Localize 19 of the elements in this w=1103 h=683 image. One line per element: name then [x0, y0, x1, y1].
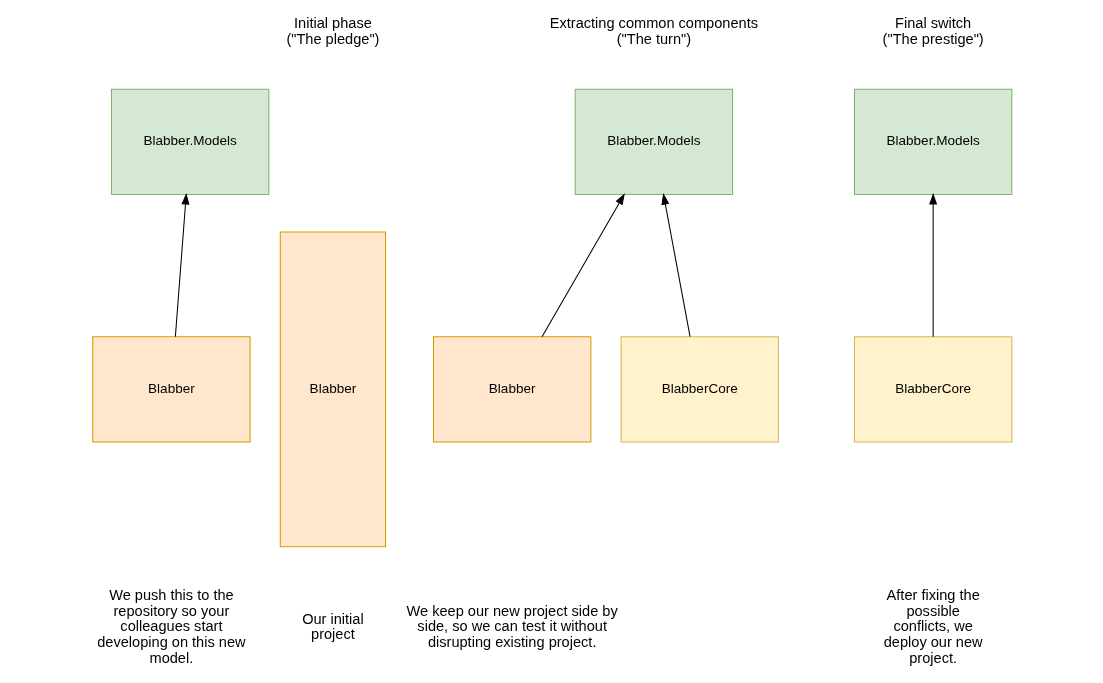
node-box: BlabberCore	[853, 336, 1013, 443]
arrow	[541, 193, 625, 338]
node-box: Blabber	[279, 231, 387, 548]
arrow	[661, 193, 691, 338]
node-box: Blabber.Models	[110, 88, 270, 196]
label: Final switch ("The prestige")	[882, 15, 984, 47]
node-box: Blabber.Models	[853, 88, 1013, 196]
node-box: Blabber	[432, 336, 592, 443]
label: We push this to the repository so your colleagues start developing on this new model.	[97, 587, 246, 666]
label: Extracting common components ("The turn")	[549, 15, 759, 47]
node-box: Blabber.Models	[574, 88, 734, 196]
label: Initial phase ("The pledge")	[286, 15, 380, 47]
arrow	[174, 193, 190, 338]
node-box: BlabberCore	[620, 336, 779, 443]
arrow	[929, 193, 938, 338]
label: We keep our new project side by side, so we can test it without disrupting existing project.	[406, 602, 618, 651]
label: Our initial project	[302, 610, 364, 643]
node-box: Blabber	[92, 336, 251, 443]
label: After fixing the possible conflicts, we deploy our new project.	[883, 587, 983, 666]
